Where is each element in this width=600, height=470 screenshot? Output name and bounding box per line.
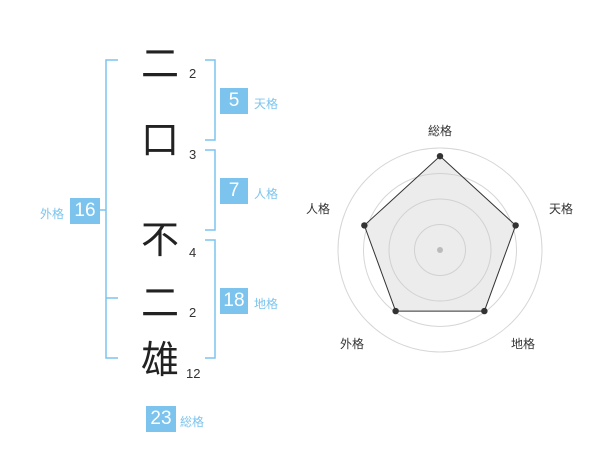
tenkaku-label: 天格 — [254, 97, 279, 111]
radar-ring — [388, 198, 492, 302]
tenkaku-value: 5 — [220, 88, 248, 114]
name-char-4: 二 — [140, 281, 179, 325]
stroke-count-3: 4 — [189, 245, 197, 260]
radar-label-jinkaku: 人格 — [306, 202, 331, 216]
radar-ring — [337, 147, 543, 353]
gaikaku-value: 16 — [70, 198, 100, 224]
radar-point-2 — [512, 222, 519, 229]
soukaku-label: 総格 — [180, 415, 205, 429]
soukaku-value: 23 — [146, 406, 176, 432]
stroke-count-4: 2 — [189, 305, 197, 320]
name-char-1: 二 — [140, 42, 179, 86]
jinkaku-label: 人格 — [254, 187, 279, 201]
radar-point-3 — [481, 307, 488, 315]
radar-label-gaikaku: 外格 — [340, 337, 365, 351]
radar-area — [363, 155, 517, 312]
gaikaku-label: 外格 — [40, 207, 65, 221]
stroke-count-1: 2 — [189, 66, 197, 81]
radar-ring — [363, 173, 517, 327]
radar-label-soukaku: 総格 — [428, 124, 453, 138]
jinkaku-value: 7 — [220, 178, 248, 204]
name-char-3: 不 — [140, 218, 179, 262]
chikaku-label: 地格 — [254, 297, 279, 311]
radar-point-5 — [361, 222, 368, 229]
radar-label-tenkaku: 天格 — [549, 202, 574, 216]
radar-point-4 — [392, 307, 399, 315]
name-char-2: 口 — [140, 118, 179, 162]
radar-center — [437, 247, 443, 253]
stroke-count-2: 3 — [189, 147, 197, 162]
radar-ring — [414, 224, 466, 276]
radar-point-1 — [436, 152, 444, 160]
radar-label-chikaku: 地格 — [511, 337, 536, 351]
name-char-5: 雄 — [140, 338, 179, 382]
stroke-count-5: 12 — [186, 366, 201, 381]
chikaku-value: 18 — [220, 288, 248, 314]
